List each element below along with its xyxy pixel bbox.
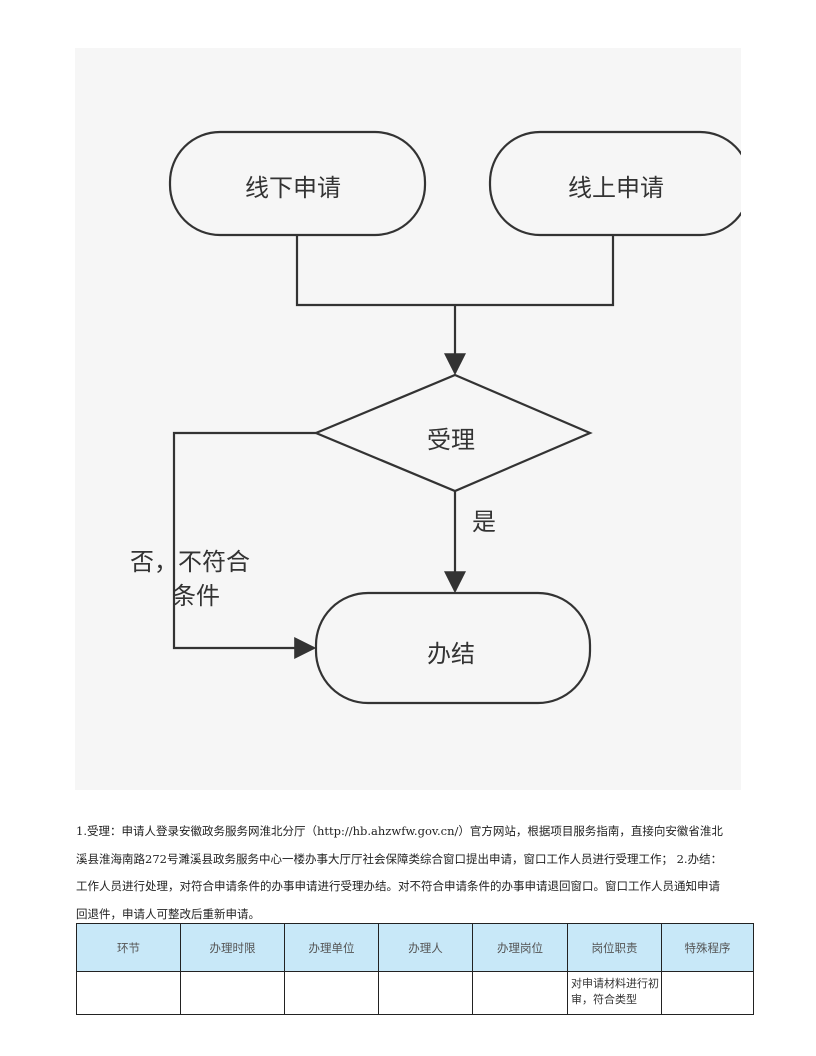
paragraph-line: 1.受理：申请人登录安徽政务服务网淮北分厅（http://hb.ahzwfw.g… xyxy=(76,824,723,838)
flowchart-image: 线下申请 线上申请 受理 是 否，不符合 条件 办结 xyxy=(75,48,741,790)
header-cell: 办理单位 xyxy=(284,923,379,972)
paragraph-line: 工作人员进行处理，对符合申请条件的办事申请进行受理办结。对不符合申请条件的办事申… xyxy=(76,879,720,893)
process-table: 环节 办理时限 办理单位 办理人 办理岗位 岗位职责 特殊程序 对申请材料进行初… xyxy=(76,923,754,1015)
accept-label: 受理 xyxy=(427,426,475,454)
header-cell: 办理时限 xyxy=(180,923,285,972)
table-cell xyxy=(76,971,181,1015)
table-cell xyxy=(180,971,285,1015)
header-cell: 办理人 xyxy=(378,923,473,972)
offline-apply-label: 线下申请 xyxy=(245,174,341,202)
paragraph-line: 溪县淮海南路272号濉溪县政务服务中心一楼办事大厅厅社会保障类综合窗口提出申请，… xyxy=(76,851,723,866)
online-apply-label: 线上申请 xyxy=(568,174,664,202)
header-cell: 岗位职责 xyxy=(567,923,662,972)
no-label-line1: 否，不符合 xyxy=(130,548,250,576)
table-row: 对申请材料进行初审，符合类型 xyxy=(76,971,754,1015)
paragraph-line: 回退件，申请人可整改后重新申请。 xyxy=(76,906,260,921)
table-cell xyxy=(472,971,568,1015)
online-apply-box xyxy=(488,130,741,237)
header-cell: 办理岗位 xyxy=(472,923,568,972)
yes-label: 是 xyxy=(472,508,496,536)
table-header-row: 环节 办理时限 办理单位 办理人 办理岗位 岗位职责 特殊程序 xyxy=(76,923,754,972)
header-cell: 环节 xyxy=(76,923,181,972)
header-cell: 特殊程序 xyxy=(661,923,754,972)
table-cell xyxy=(378,971,473,1015)
flowchart-lines xyxy=(168,130,741,705)
process-description: 1.受理：申请人登录安徽政务服务网淮北分厅（http://hb.ahzwfw.g… xyxy=(76,818,756,928)
table-cell xyxy=(661,971,754,1015)
table-cell xyxy=(284,971,379,1015)
duty-cell: 对申请材料进行初审，符合类型 xyxy=(567,971,662,1015)
finish-label: 办结 xyxy=(427,640,475,668)
finish-box xyxy=(314,591,592,705)
no-label-line2: 条件 xyxy=(172,582,220,610)
